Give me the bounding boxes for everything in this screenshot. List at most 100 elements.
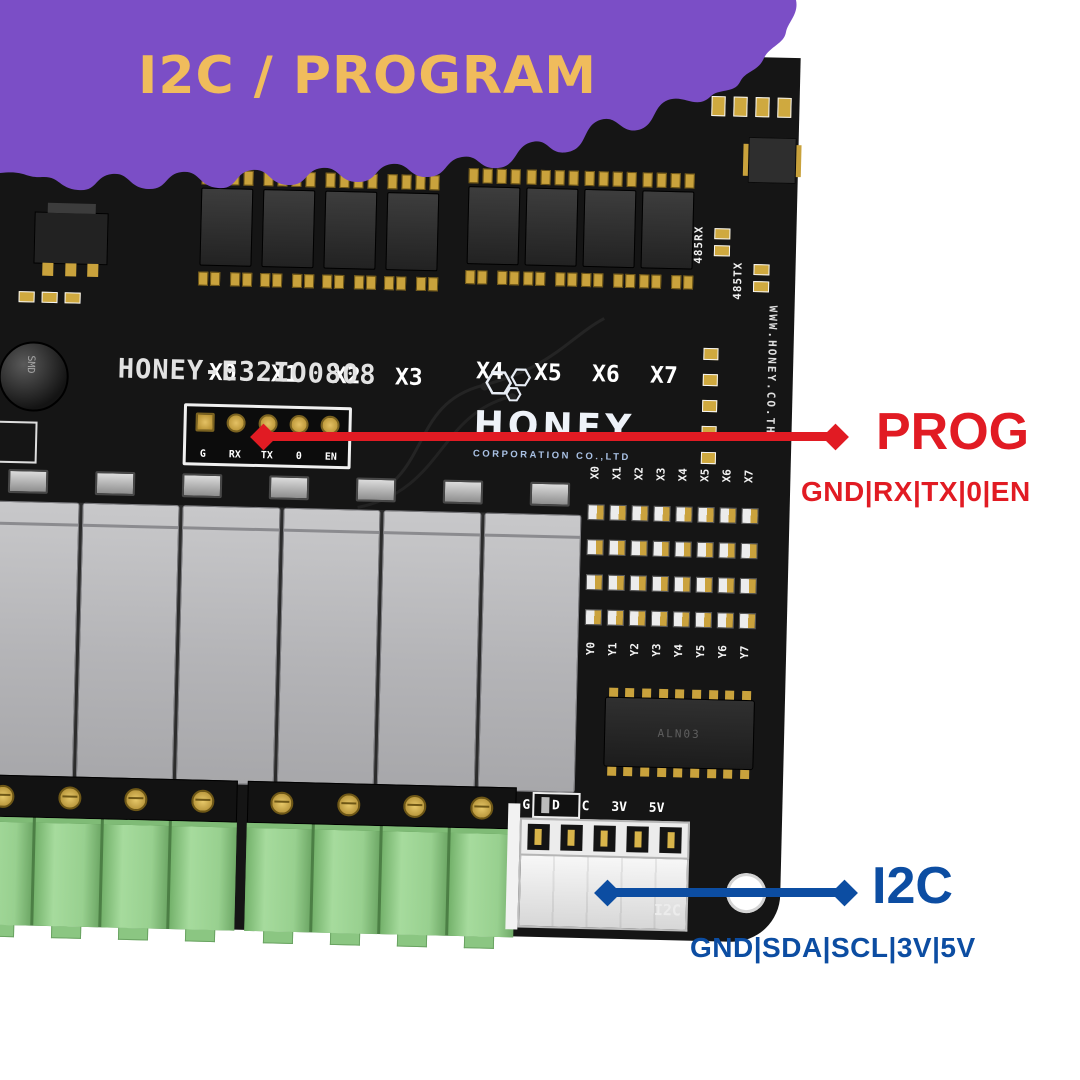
page-title: I2C / PROGRAM [138, 46, 597, 106]
smd-led [697, 506, 715, 524]
chip-pin [706, 769, 717, 779]
prog-pointer-line [250, 423, 849, 450]
resistor-pads [671, 275, 694, 290]
terminal-screw [269, 790, 294, 815]
smd-led [672, 611, 691, 628]
chip-pin [692, 689, 702, 699]
i2c-pin-slot [560, 824, 583, 852]
resistor-pads [353, 275, 377, 290]
chip-pin [623, 767, 633, 777]
chip-pin [725, 690, 735, 700]
chip-pin [690, 768, 700, 778]
smd-led [674, 541, 692, 558]
arrow-diamond-icon [831, 879, 858, 906]
smd-led [585, 574, 604, 591]
solder-pad [702, 373, 718, 387]
prog-pin-labels: G RX TX 0 EN [199, 448, 337, 463]
logo-name: HONEY [473, 404, 636, 450]
smd-led [695, 576, 713, 594]
resistor-pads [383, 276, 407, 291]
smd-led [696, 541, 714, 559]
terminal-block [244, 780, 517, 950]
input-label: X3 [394, 364, 423, 392]
resistor-pads [555, 272, 578, 287]
i2c-pin-slot [593, 825, 616, 852]
smd-led [628, 610, 647, 627]
terminal-segment [33, 817, 101, 928]
tactile-button [181, 473, 223, 499]
smd-led [630, 540, 648, 557]
tactile-button [94, 471, 136, 497]
resistor-pads [497, 270, 520, 286]
purple-splash [0, 0, 797, 191]
honey-logo: HONEY CORPORATION CO.,LTD [473, 362, 665, 464]
terminal-segment [244, 822, 312, 933]
solder-pad [703, 347, 719, 361]
tactile-button [268, 475, 310, 501]
relay-bank [0, 500, 582, 793]
resistor-pads [415, 276, 439, 292]
chip-pin [658, 688, 669, 699]
smd-led [606, 609, 625, 626]
smd-led [717, 577, 735, 594]
tactile-button [7, 468, 49, 494]
terminal-segment [101, 819, 169, 929]
arrow-diamond-icon [822, 423, 849, 450]
chip-pin [675, 689, 685, 699]
resistor-pads [639, 274, 662, 289]
smd-led [631, 505, 649, 522]
tactile-button [442, 479, 484, 505]
smd-led [653, 505, 671, 523]
smd-led [651, 575, 669, 593]
solder-pad [64, 292, 81, 304]
relay [276, 507, 381, 788]
driver-chip-body: ALN03 [603, 696, 755, 771]
relay [75, 502, 180, 784]
smd-led [740, 542, 758, 560]
chip-pin [640, 767, 650, 777]
silkscreen-box [0, 420, 38, 464]
relay [0, 500, 80, 781]
chip-pin [642, 688, 652, 698]
solder-pad [702, 399, 718, 413]
smd-led [609, 504, 627, 522]
i2c-silkscreen-label: I2C [653, 900, 682, 920]
terminal-screw [403, 794, 427, 818]
tactile-button [529, 481, 571, 507]
relay [175, 505, 281, 786]
smd-led [629, 575, 648, 592]
chip-pin [608, 687, 619, 697]
chip-pin [673, 768, 683, 778]
i2c-pointer-line [594, 879, 858, 906]
smd-led [739, 577, 757, 595]
smd-led [650, 610, 669, 628]
solder-pad [18, 291, 35, 303]
prog-pad-gnd [195, 412, 215, 432]
smd-led [675, 506, 693, 523]
terminal-screw [470, 795, 494, 820]
smd-led [607, 574, 626, 592]
smd-led [587, 504, 605, 521]
tactile-button [355, 477, 397, 503]
chip-pin [723, 769, 733, 779]
solder-pad-row [18, 291, 81, 304]
prog-callout-label: PROG [876, 403, 1030, 461]
led-x-labels: X0 X1 X2 X3 X4 X5 X6 X7 [588, 465, 756, 483]
smd-led [718, 542, 736, 559]
i2c-callout-label: I2C [872, 857, 953, 915]
smd-led [586, 539, 604, 556]
resistor-pads [321, 274, 345, 290]
resistor-pads [465, 270, 488, 285]
resistor-pads [259, 273, 283, 288]
i2c-pin-slot [626, 826, 650, 853]
smd-led [608, 539, 626, 557]
smd-led [716, 612, 735, 629]
pcb-board: SMD [0, 38, 801, 949]
driver-chip: ALN03 [603, 687, 755, 780]
terminal-segment [380, 826, 448, 936]
chip-pin [740, 769, 750, 780]
terminal-screw [0, 784, 15, 808]
chip-pin [656, 767, 667, 778]
relay [477, 512, 582, 793]
